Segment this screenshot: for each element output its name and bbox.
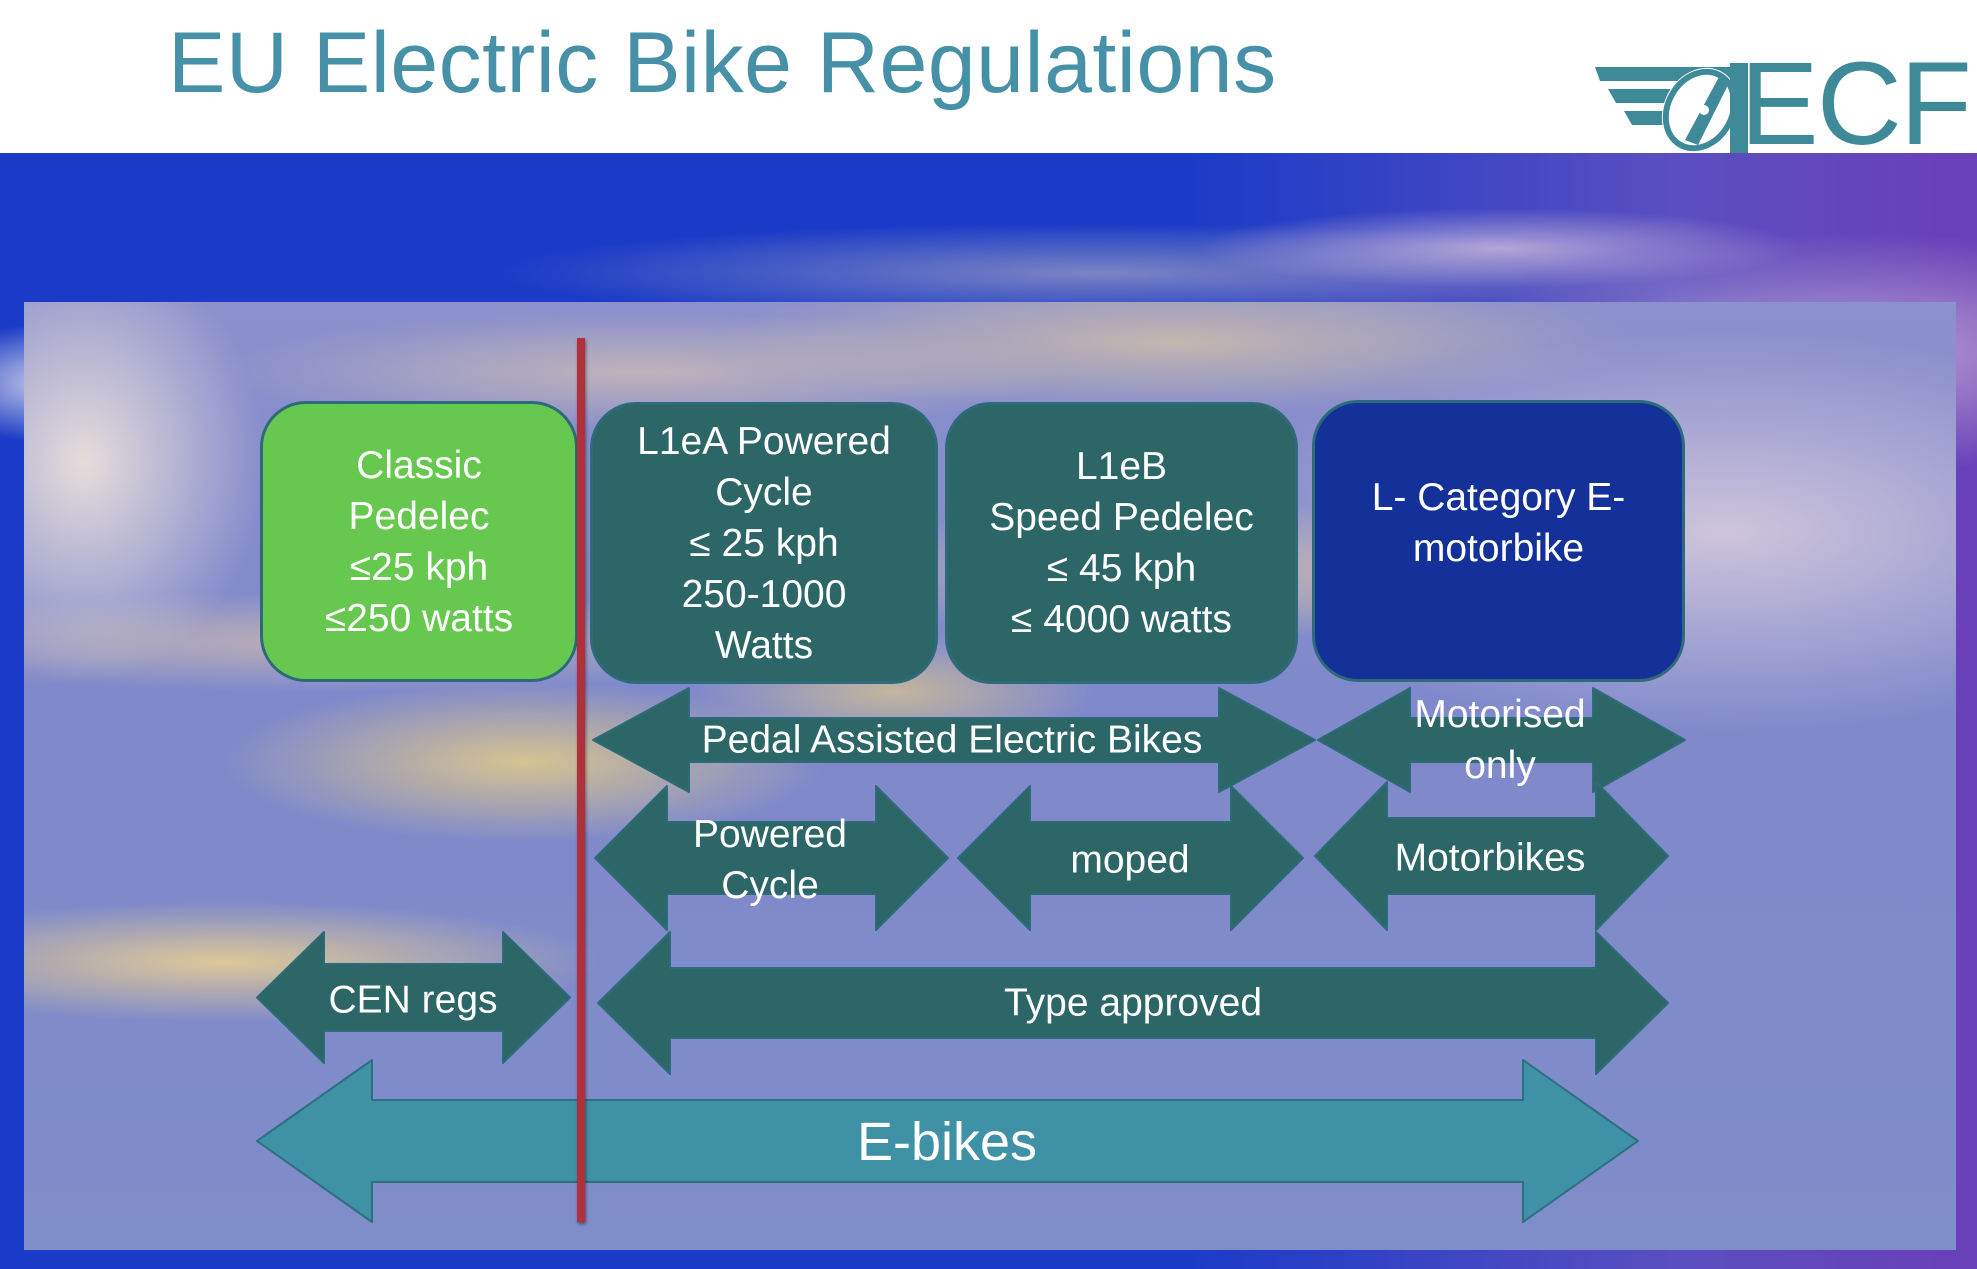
winged-wheel-logo-icon [1595, 63, 1748, 153]
label-line: Motorbikes [1394, 836, 1586, 880]
label-line: CEN regs [328, 978, 498, 1022]
arrow-label-type-approved: Type approved [1004, 978, 1262, 1029]
arrow-pedal-assisted [592, 687, 1316, 793]
arrow-label-pedal-assisted: Pedal Assisted Electric Bikes [702, 715, 1203, 766]
box-line: Pedelec [348, 494, 490, 538]
label-line: Pedal Assisted Electric Bikes [701, 718, 1203, 762]
box-line: L- Category E- [1371, 476, 1626, 519]
category-box-classic-pedelec: Classic Pedelec ≤25 kph ≤250 watts [260, 401, 578, 682]
box-line: ≤ 25 kph [689, 521, 839, 565]
box-line: Classic [356, 443, 482, 487]
box-line: 250-1000 [681, 572, 847, 616]
box-line: motorbike [1412, 527, 1585, 570]
arrow-motorbikes [1314, 781, 1669, 931]
label-line: Type approved [1003, 981, 1263, 1025]
box-line: L1eA Powered [637, 419, 891, 463]
arrow-motorised-only [1317, 687, 1686, 793]
regulatory-divider-line [577, 338, 585, 1222]
label-line: Powered [693, 813, 847, 856]
box-line: ≤250 watts [324, 596, 514, 640]
arrow-type-approved [597, 931, 1669, 1075]
slide-title: EU Electric Bike Regulations [168, 15, 1277, 111]
arrow-label-motorised-only: Motorised only [1414, 689, 1585, 791]
box-line: Cycle [715, 470, 813, 514]
logo-text: ECF [1740, 38, 1972, 170]
box-line: Watts [714, 623, 814, 667]
label-line: moped [1070, 838, 1190, 882]
box-line: L1eB [1075, 445, 1168, 488]
label-line: Cycle [721, 864, 819, 907]
arrow-e-bikes [256, 1059, 1639, 1223]
box-line: ≤25 kph [349, 545, 489, 589]
label-line: Motorised [1414, 693, 1586, 736]
label-line: only [1464, 744, 1536, 787]
category-box-l1ea: L1eA Powered Cycle ≤ 25 kph 250-1000 Wat… [590, 402, 938, 684]
arrow-label-cen-regs: CEN regs [328, 975, 497, 1026]
arrow-moped [957, 785, 1304, 931]
category-box-l-category: L- Category E- motorbike [1312, 400, 1685, 682]
label-line: E-bikes [856, 1112, 1038, 1172]
arrow-powered-cycle [594, 785, 949, 931]
box-line: Speed Pedelec [989, 496, 1254, 539]
arrow-cen-regs [256, 931, 571, 1064]
slide-header: EU Electric Bike Regulations ECF [0, 0, 1977, 163]
category-box-l1eb: L1eB Speed Pedelec ≤ 45 kph ≤ 4000 watts [945, 402, 1298, 684]
box-line: ≤ 45 kph [1046, 547, 1197, 590]
arrow-label-motorbikes: Motorbikes [1395, 833, 1586, 884]
arrow-label-moped: moped [1070, 835, 1189, 886]
arrow-label-e-bikes: E-bikes [857, 1112, 1037, 1172]
box-line: ≤ 4000 watts [1011, 598, 1232, 641]
ecf-logo: ECF [1590, 45, 1977, 163]
arrow-label-powered-cycle: Powered Cycle [693, 809, 847, 911]
